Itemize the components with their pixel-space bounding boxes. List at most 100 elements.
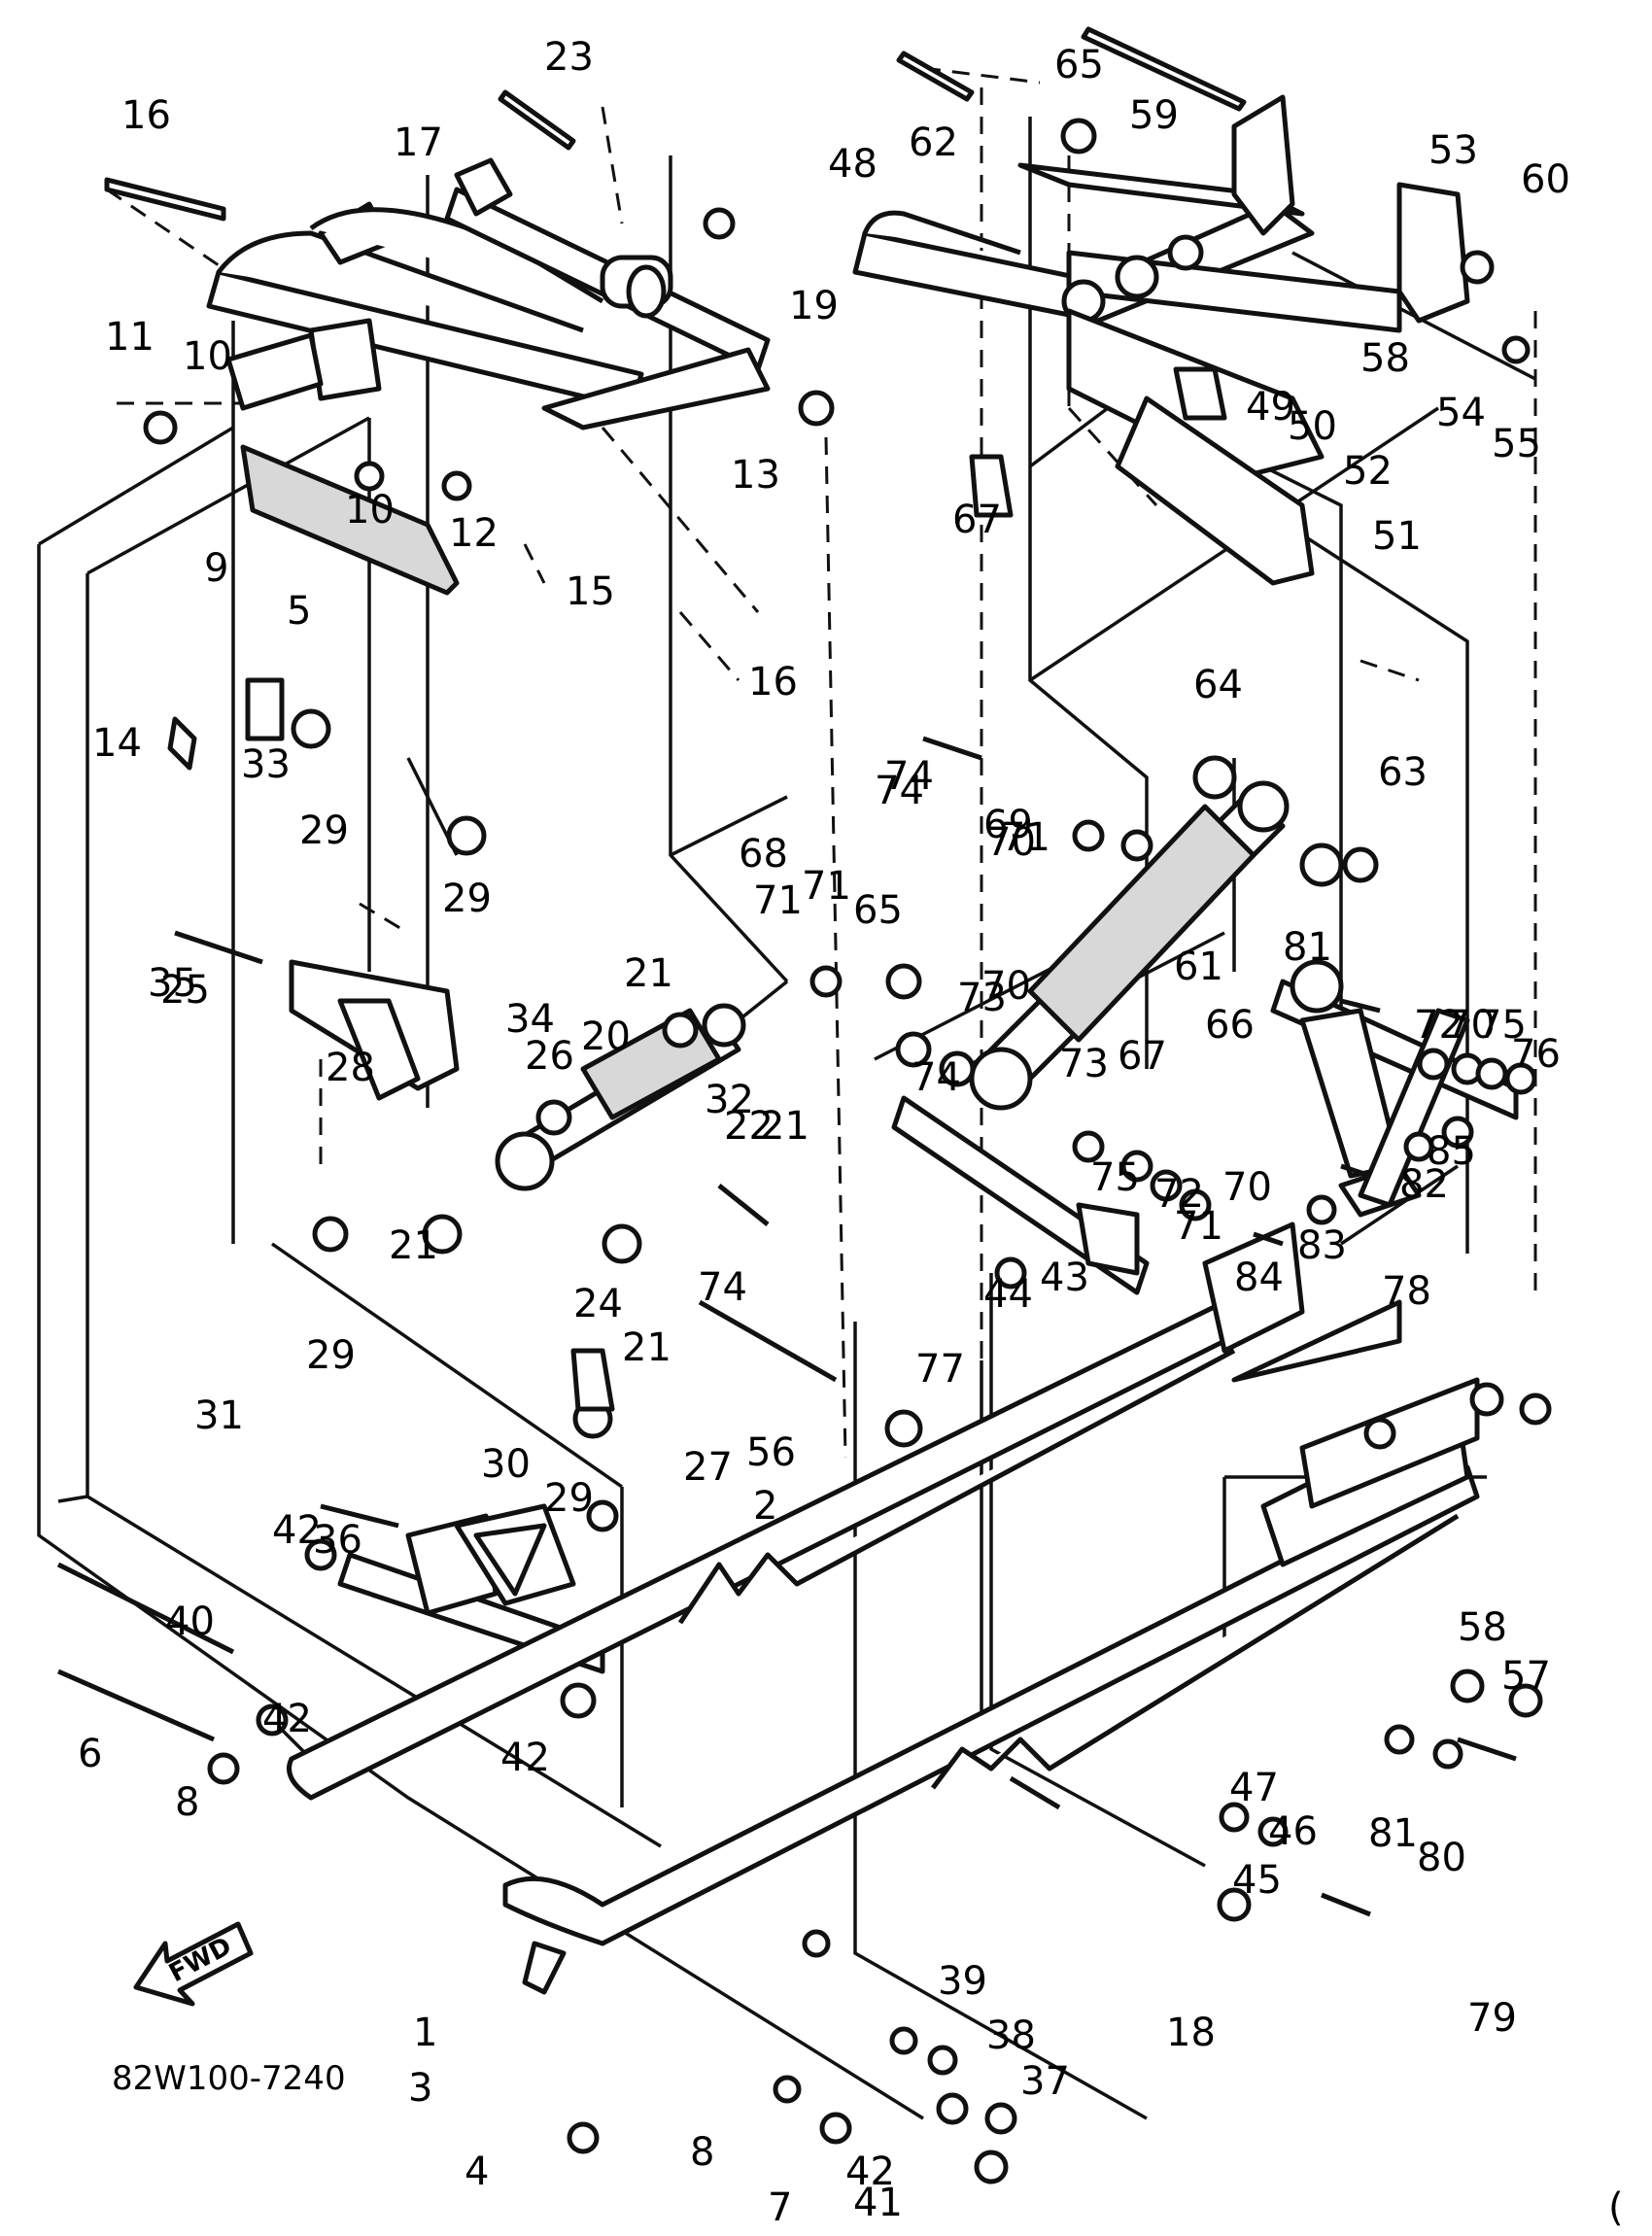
callout-label: 71 — [802, 864, 851, 909]
callout-label: 30 — [481, 1442, 531, 1487]
callout-label: 38 — [986, 2013, 1036, 2058]
callout-label: 46 — [1268, 1809, 1318, 1854]
callout-label: 63 — [1378, 750, 1428, 795]
callout-label: 53 — [1428, 128, 1478, 173]
callout-label: 11 — [105, 315, 155, 360]
callout-label: 83 — [1297, 1223, 1347, 1268]
callout-label: 76 — [1511, 1032, 1561, 1077]
callout-label: 26 — [525, 1034, 574, 1079]
callout-label: 3 — [408, 2066, 432, 2111]
callout-label: 51 — [1372, 514, 1422, 559]
callout-label: 70 — [1222, 1165, 1272, 1210]
callout-label: 29 — [544, 1476, 594, 1521]
callout-label: 21 — [624, 951, 673, 996]
rear-lower-arm — [1270, 959, 1519, 1218]
callout-label: 37 — [1020, 2059, 1070, 2104]
callout-label: 8 — [175, 1780, 199, 1825]
center-arm-pieces — [289, 959, 1150, 1674]
callouts: 1 2 3 4 5 6 7 8 8 9 10 10 11 12 13 14 15… — [78, 35, 1624, 2230]
callout-label: 61 — [1174, 945, 1223, 989]
callout-label: 4 — [465, 2150, 489, 2194]
callout-label: 21 — [389, 1223, 438, 1268]
callout-label: 10 — [183, 334, 232, 379]
callout-label: 22 — [724, 1104, 774, 1149]
callout-label: 13 — [731, 453, 780, 498]
callout-label: 72 — [1154, 1172, 1204, 1217]
callout-label: 52 — [1343, 449, 1393, 494]
callout-label: 58 — [1360, 336, 1410, 381]
callout-label: 16 — [121, 93, 171, 138]
callout-label: 29 — [306, 1333, 356, 1378]
callout-label: 70 — [1446, 1003, 1496, 1048]
callout-label: 50 — [1288, 404, 1337, 449]
callout-label: 74 — [884, 754, 934, 799]
callout-label: 9 — [204, 546, 228, 591]
callout-label: 84 — [1234, 1256, 1284, 1300]
callout-label: 71 — [1174, 1204, 1223, 1249]
callout-label: 33 — [241, 742, 291, 787]
callout-label: 78 — [1382, 1269, 1431, 1314]
callout-label: 42 — [272, 1508, 322, 1553]
callout-label: 16 — [748, 660, 798, 705]
callout-label: 28 — [326, 1046, 375, 1090]
callout-label: 55 — [1492, 422, 1541, 466]
callout-label: 31 — [194, 1393, 244, 1438]
callout-label: 20 — [581, 1015, 631, 1059]
rear-arm-assembly — [852, 94, 1470, 586]
callout-label: 64 — [1193, 663, 1243, 707]
callout-label: 68 — [739, 832, 788, 877]
callout-label: 49 — [1246, 385, 1295, 430]
callout-label: 74 — [912, 1055, 961, 1100]
callout-label: 5 — [287, 589, 311, 634]
callout-label: 42 — [500, 1736, 550, 1780]
callout-label: 71 — [753, 878, 803, 923]
callout-label: 12 — [449, 511, 499, 556]
callout-label: 29 — [299, 808, 349, 853]
callout-label: 77 — [915, 1347, 965, 1392]
callout-label: 67 — [952, 498, 1002, 542]
diagram-code: 82W100-7240 — [112, 2059, 346, 2098]
callout-label: 35 — [148, 961, 197, 1006]
callout-label: 14 — [92, 721, 142, 766]
callout-label: 42 — [845, 2150, 895, 2194]
callout-label: 59 — [1129, 93, 1179, 138]
callout-label: 73 — [1059, 1042, 1109, 1086]
callout-label: 65 — [853, 888, 903, 933]
bolts — [56, 26, 1517, 1917]
callout-label: 8 — [690, 2130, 714, 2175]
callout-label: 44 — [983, 1272, 1033, 1317]
callout-label: 34 — [505, 997, 555, 1042]
callout-label: 74 — [875, 769, 924, 813]
callout-label: 69 — [983, 803, 1033, 847]
fwd-arrow: FWD — [133, 1921, 254, 2007]
callout-label: 48 — [828, 142, 878, 187]
callout-label: 36 — [313, 1518, 362, 1563]
callout-label: 75 — [1090, 1155, 1140, 1200]
callout-label: 45 — [1232, 1858, 1282, 1903]
callout-label: 79 — [1467, 1996, 1517, 2041]
callout-label: 18 — [1166, 2011, 1216, 2055]
callout-label: 72 — [1414, 1003, 1463, 1048]
callout-label: 47 — [1229, 1766, 1279, 1810]
callout-label: 85 — [1427, 1129, 1476, 1174]
callout-label: 73 — [957, 976, 1007, 1020]
callout-label: 67 — [1118, 1034, 1167, 1079]
callout-label: 25 — [160, 968, 210, 1013]
callout-label: 27 — [683, 1445, 733, 1490]
callout-label: 70 — [981, 964, 1031, 1009]
callout-label: 81 — [1368, 1811, 1418, 1856]
callout-label: 6 — [78, 1732, 102, 1776]
callout-label: 17 — [394, 120, 443, 165]
callout-label: 7 — [768, 2185, 792, 2230]
callout-label: 60 — [1521, 157, 1570, 202]
callout-label: 54 — [1436, 391, 1486, 435]
callout-label: 71 — [1001, 815, 1050, 860]
callout-label: 82 — [1399, 1162, 1449, 1207]
callout-label: 19 — [789, 284, 839, 328]
callout-label: 43 — [1040, 1256, 1089, 1300]
callout-label: 80 — [1417, 1836, 1466, 1880]
callout-label: 21 — [760, 1104, 809, 1149]
callout-label: 32 — [705, 1078, 754, 1122]
callout-label: 24 — [573, 1282, 623, 1326]
